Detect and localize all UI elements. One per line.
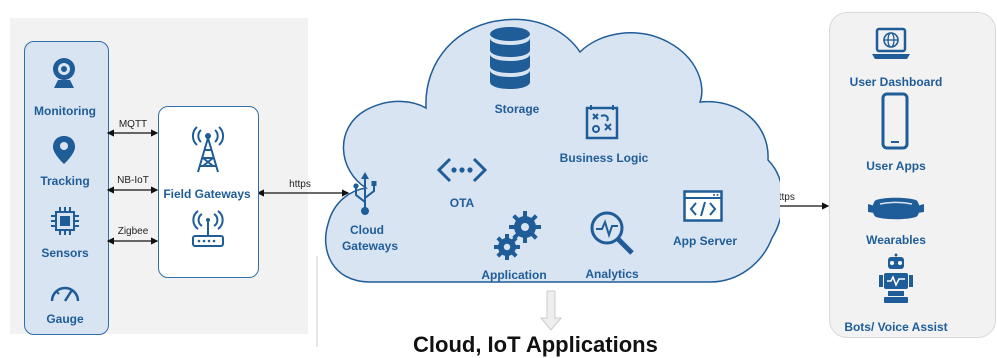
code-window-icon [683,190,723,222]
usb-icon [351,172,379,216]
strategy-board-icon [585,104,619,140]
business-logic-label: Business Logic [559,151,649,165]
field-gateways-label: Field Gateways [163,187,251,201]
client-label-dashboard: User Dashboard [849,75,943,89]
protocol-mqtt: MQTT [118,119,148,130]
chip-icon [50,206,80,236]
client-label-bots: Bots/ Voice Assist [844,320,948,334]
database-icon [488,26,532,90]
device-label-gauge: Gauge [46,312,84,326]
bottom-title: Cloud, IoT Applications [413,332,658,357]
client-label-apps: User Apps [866,159,926,173]
protocol-zigbee: Zigbee [117,226,149,237]
analytics-magnifier-icon [588,209,636,257]
analytics-label: Analytics [585,267,639,281]
application-label: Application [481,268,547,282]
code-nodes-icon [436,155,488,185]
device-label-sensors: Sensors [41,246,89,260]
router-icon [190,210,226,250]
down-arrow-icon [540,290,562,331]
storage-label: Storage [494,102,540,116]
app-server-label: App Server [672,234,738,248]
map-pin-icon [52,135,76,165]
laptop-globe-icon [871,27,911,61]
ota-label: OTA [449,196,475,210]
protocol-nbiot: NB-IoT [117,175,149,186]
cell-tower-icon [191,124,225,174]
smartphone-icon [881,92,909,150]
webcam-icon [49,56,79,90]
client-label-wearables: Wearables [866,233,926,247]
cloud-gateways-label-line1: Cloud [350,223,384,237]
vr-headset-icon [866,196,926,222]
device-label-monitoring: Monitoring [34,104,96,118]
cloud-gateways-label-line2: Gateways [341,239,399,253]
device-label-tracking: Tracking [40,174,90,188]
faint-divider [316,256,318,347]
gauge-icon [49,283,81,303]
gears-icon [491,209,545,263]
protocol-https-left: https [289,179,311,190]
protocol-https-right: https [773,192,795,203]
robot-icon [878,253,916,305]
devices-box [24,41,109,335]
